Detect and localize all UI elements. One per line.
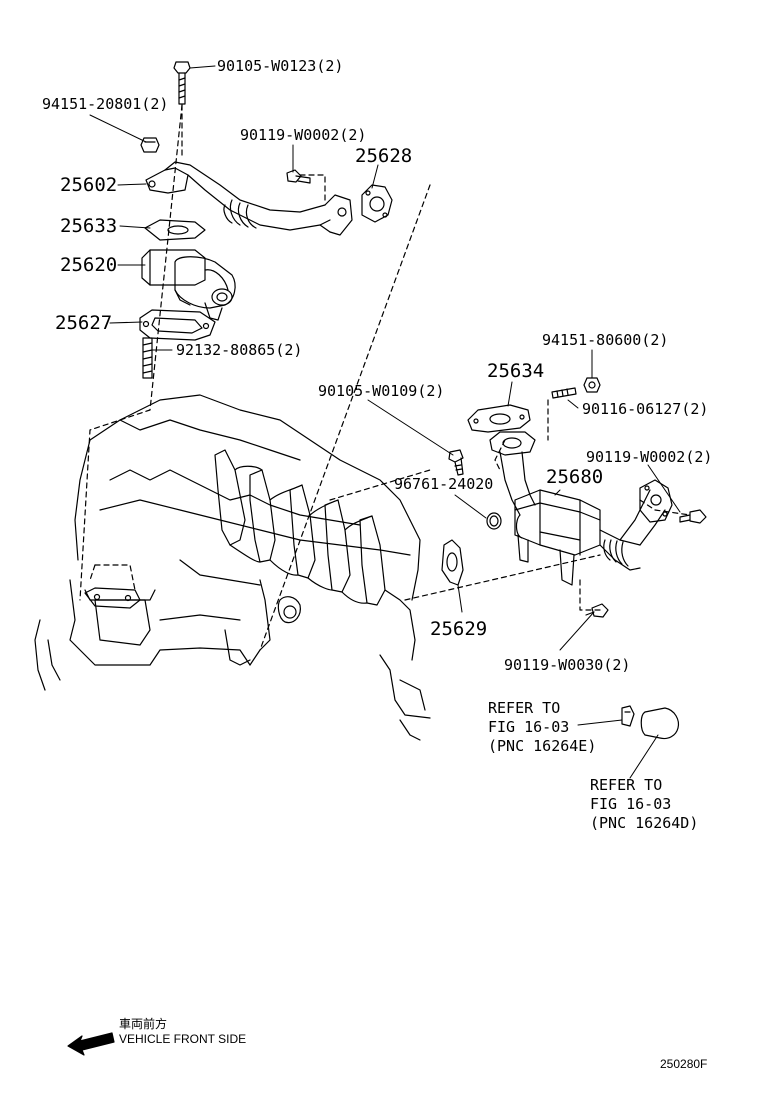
refer-line: FIG 16-03 xyxy=(590,795,672,813)
label-90116-06127: 90116-06127(2) xyxy=(582,400,709,418)
diagram-code: 250280F xyxy=(660,1057,708,1071)
leader-lines xyxy=(89,65,681,779)
label-25680: 25680 xyxy=(546,466,604,488)
stud-90116-06127 xyxy=(551,387,577,399)
vehicle-front-legend: 車両前方 VEHICLE FRONT SIDE xyxy=(119,1017,246,1047)
vehicle-front-arrow xyxy=(67,1032,115,1056)
egr-cooler-25680 xyxy=(489,431,673,586)
label-90119-w0002-lower: 90119-W0002(2) xyxy=(586,448,713,466)
engine-block-drawing xyxy=(34,394,431,741)
label-90105-w0109: 90105-W0109(2) xyxy=(318,382,445,400)
bolt-90105-w0109 xyxy=(448,449,464,476)
stud-92132-80865 xyxy=(142,337,153,379)
refer-line: FIG 16-03 xyxy=(488,718,570,736)
o-ring-96761-24020 xyxy=(486,512,502,530)
nut-94151-20801 xyxy=(140,137,160,153)
hose-clamp-and-hose xyxy=(621,705,680,740)
label-25633: 25633 xyxy=(60,215,118,237)
bolt-90119-w0030 xyxy=(585,603,609,618)
refer-line: REFER TO xyxy=(590,776,663,794)
egr-pipe-25602 xyxy=(145,161,353,236)
label-25628: 25628 xyxy=(355,145,413,167)
refer-line: (PNC 16264E) xyxy=(488,737,597,755)
gasket-25628 xyxy=(361,184,393,223)
gasket-25634 xyxy=(467,404,531,433)
label-90119-w0030: 90119-W0030(2) xyxy=(504,656,631,674)
bolt-90119-w0002-lower xyxy=(679,509,707,524)
label-25602: 25602 xyxy=(60,174,118,196)
legend-japanese: 車両前方 xyxy=(119,1017,168,1031)
nut-94151-80600 xyxy=(583,377,601,393)
label-90119-w0002-upper: 90119-W0002(2) xyxy=(240,126,367,144)
gasket-25627 xyxy=(139,309,216,341)
label-92132-80865: 92132-80865(2) xyxy=(176,341,303,359)
gasket-25633 xyxy=(144,219,206,241)
refer-line: (PNC 16264D) xyxy=(590,814,699,832)
label-94151-20801: 94151-20801(2) xyxy=(42,95,169,113)
refer-note-16264e: REFER TO FIG 16-03 (PNC 16264E) xyxy=(488,699,596,756)
label-94151-80600: 94151-80600(2) xyxy=(542,331,669,349)
bolt-90105-w0123 xyxy=(173,61,191,105)
label-25634: 25634 xyxy=(487,360,545,382)
egr-valve-25620 xyxy=(141,249,236,321)
label-25629: 25629 xyxy=(430,618,488,640)
legend-english: VEHICLE FRONT SIDE xyxy=(119,1032,247,1046)
refer-note-16264d: REFER TO FIG 16-03 (PNC 16264D) xyxy=(590,776,698,833)
label-25627: 25627 xyxy=(55,312,113,334)
gasket-25629 xyxy=(441,539,464,586)
bolt-90119-w0002-upper xyxy=(286,169,311,184)
label-96761-24020: 96761-24020 xyxy=(394,475,494,493)
refer-line: REFER TO xyxy=(488,699,561,717)
label-25620: 25620 xyxy=(60,254,118,276)
dashed-alignment-lines xyxy=(79,104,691,651)
label-90105-w0123: 90105-W0123(2) xyxy=(217,57,344,75)
